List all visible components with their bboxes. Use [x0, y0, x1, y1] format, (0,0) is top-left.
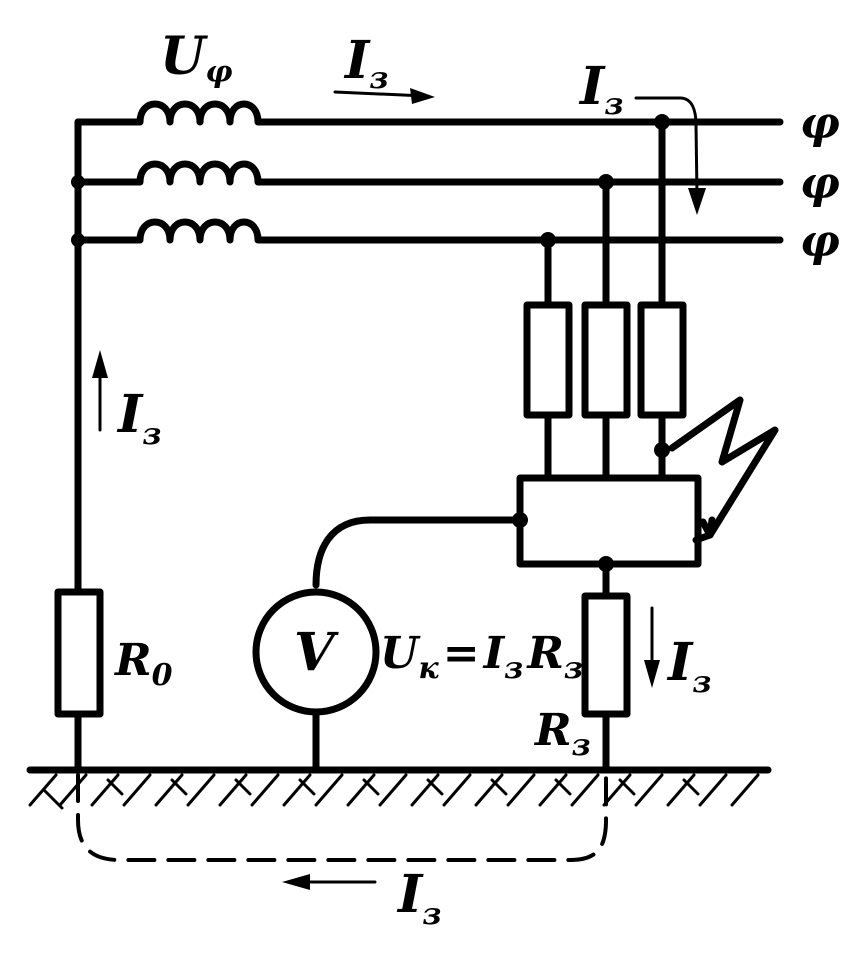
- load-element-1: [523, 301, 573, 419]
- load-element-3: [637, 301, 687, 419]
- rz-resistor: [581, 592, 631, 718]
- phase-label-1: φ: [800, 98, 840, 149]
- ground-return-path: [76, 773, 608, 862]
- current-arrows: [92, 88, 706, 890]
- ground: [26, 766, 772, 810]
- neutral-line: [54, 118, 104, 774]
- uk-formula: Uк=IзRз: [380, 628, 583, 686]
- phase-label-3: φ: [800, 216, 840, 267]
- source-voltage-label: Uφ: [160, 26, 233, 90]
- voltmeter: V: [252, 516, 524, 774]
- current-label-right: Iз: [666, 632, 711, 700]
- source-windings: [74, 100, 784, 244]
- equipment-housing: [516, 474, 702, 568]
- r0-label: R0: [113, 635, 173, 693]
- r0-resistor: [54, 588, 104, 718]
- current-label-top-right: Iз: [578, 56, 623, 122]
- load-element-2: [581, 301, 631, 419]
- current-label-bottom: Iз: [396, 864, 441, 932]
- winding-phase-2: [74, 160, 784, 186]
- current-label-top: Iз: [343, 30, 388, 96]
- current-label-left: Iз: [116, 384, 161, 452]
- winding-phase-1: [74, 100, 784, 126]
- winding-phase-3: [74, 218, 784, 244]
- voltmeter-label: V: [294, 622, 339, 683]
- load-taps: [523, 114, 687, 482]
- rz-label: Rз: [533, 705, 591, 763]
- grounding-resistor: [581, 560, 631, 774]
- fault-lightning-icon: [668, 396, 779, 539]
- phase-label-2: φ: [800, 158, 840, 209]
